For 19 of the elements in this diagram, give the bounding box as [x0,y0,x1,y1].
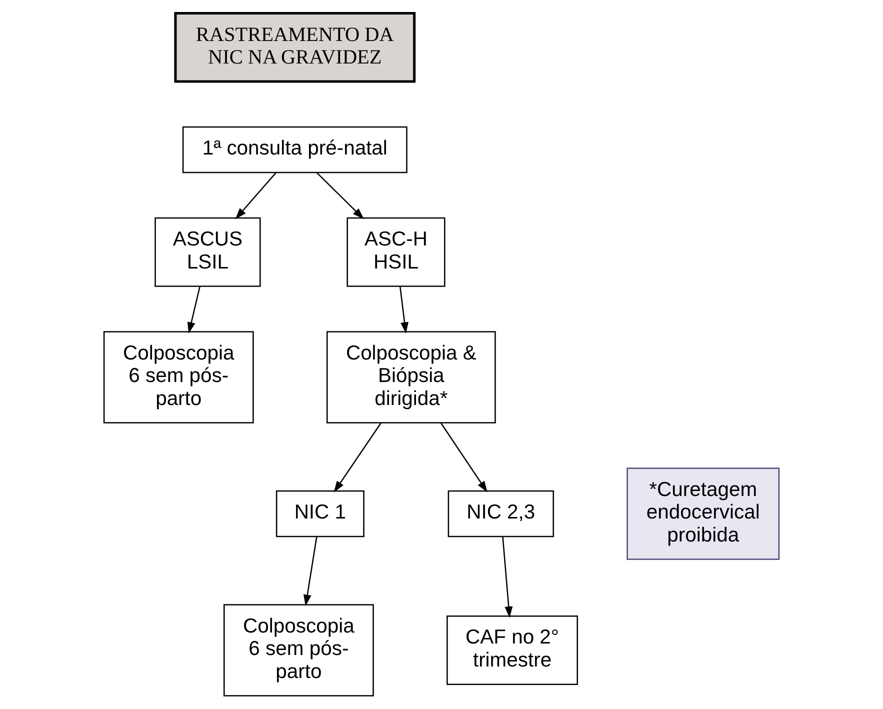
node-box: Colposcopia 6 sem pós-parto [103,331,254,424]
arrow [187,286,200,334]
node-box: 1ª consulta pré-natal [182,126,408,174]
node-box: NIC 1 [276,490,364,538]
arrow [334,422,382,492]
node-box: *Curetagem endocervical proibida [626,468,780,560]
node-box: Colposcopia & Biópsia dirigida* [326,331,496,424]
arrow [235,172,276,220]
node-box: ASCUS LSIL [154,217,261,287]
node-box: CAF no 2° trimestre [446,615,578,685]
arrow [440,422,488,492]
arrow [502,536,513,618]
arrow [303,536,318,606]
node-box: ASC-H HSIL [346,217,446,287]
arrow [316,172,364,220]
node-box: Colposcopia 6 sem pós-parto [223,604,374,696]
node-box: RASTREAMENTO DA NIC NA GRAVIDEZ [174,12,416,83]
node-box: NIC 2,3 [448,490,554,538]
arrow [399,286,408,334]
